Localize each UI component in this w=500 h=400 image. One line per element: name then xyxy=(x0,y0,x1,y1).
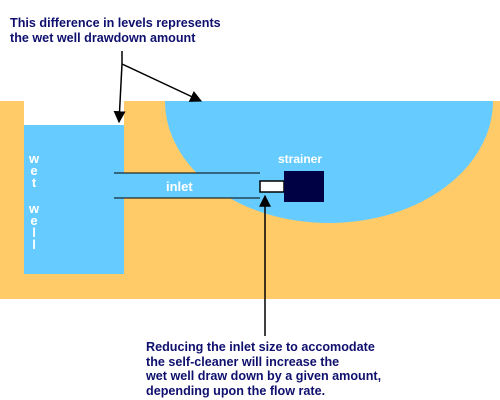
wet-letter: t xyxy=(31,175,37,190)
wet-letter: e xyxy=(30,163,38,178)
wet-well-water xyxy=(24,125,124,274)
strainer-body xyxy=(284,171,324,202)
drawdown-note-line-2: the wet well drawdown amount xyxy=(10,30,196,45)
ground-left xyxy=(0,101,24,299)
drawdown-note-line-1: This difference in levels represents xyxy=(10,16,221,30)
reduced-inlet-neck xyxy=(259,180,285,193)
arrow-to-reservoir xyxy=(121,63,203,102)
wet-label: w e t xyxy=(26,151,42,190)
inlet-label: inlet xyxy=(166,179,193,194)
inlet-reduction-note-line-4: depending upon the flow rate. xyxy=(146,383,326,398)
inlet-reduction-note-line-1: Reducing the inlet size to accomodate xyxy=(146,340,375,354)
inlet-reduction-note-line-2: the self-cleaner will increase the xyxy=(146,354,340,369)
ground-under-well xyxy=(24,274,124,299)
inlet-reduction-note: Reducing the inlet size to accomodate th… xyxy=(146,340,381,398)
well-letter: e xyxy=(30,213,38,228)
strainer-label: strainer xyxy=(278,152,323,166)
well-letter: l xyxy=(32,225,36,240)
well-letter: l xyxy=(32,237,36,252)
arrow-to-wet-well xyxy=(113,63,126,124)
well-letter: w xyxy=(28,201,40,216)
drawdown-note: This difference in levels represents the… xyxy=(10,16,221,45)
inlet-pipe xyxy=(114,173,260,198)
wet-letter: w xyxy=(28,151,40,166)
inlet-reduction-note-line-3: wet well draw down by a given amount, xyxy=(146,369,382,383)
well-label: w e l l xyxy=(26,201,42,252)
